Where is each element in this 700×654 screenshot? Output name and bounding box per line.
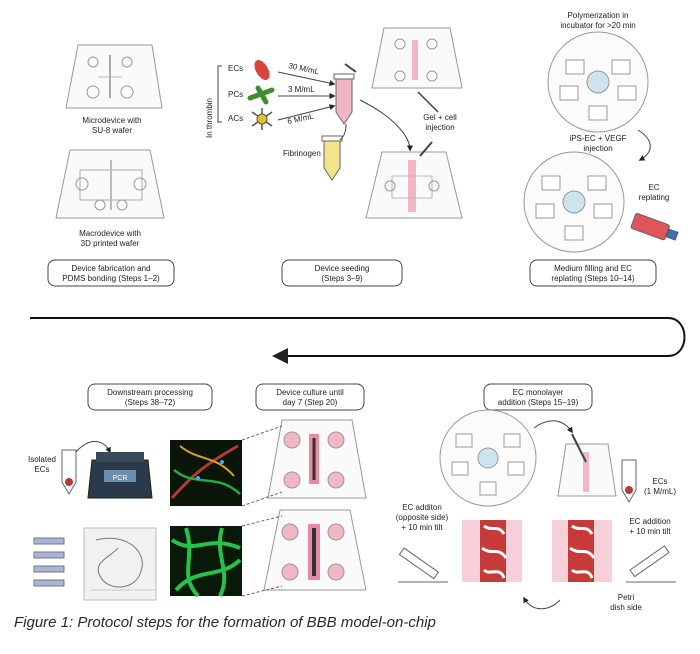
fibrinogen-tube-icon xyxy=(321,135,343,181)
step2-box-line1: Device seeding xyxy=(315,264,370,273)
slide-stack-icon xyxy=(33,537,65,587)
petri-dish-top xyxy=(547,31,649,133)
pc-cell-icon xyxy=(247,85,275,105)
pipette-icon xyxy=(344,63,357,73)
cell-ecs-label: ECs xyxy=(228,64,243,73)
channel-right xyxy=(552,520,612,582)
tilt-left-icon xyxy=(398,547,448,583)
step6-panel: EC monolayer addition (Steps 15–19) ECs … xyxy=(396,383,676,612)
step5-box-line2: day 7 (Step 20) xyxy=(283,398,338,407)
figure-caption: Figure 1: Protocol steps for the formati… xyxy=(14,614,436,631)
step2-panel: In thrombin ECs PCs ACs 30 M/mL 3 M/mL 6… xyxy=(205,27,463,287)
pcs-conc: 3 M/mL xyxy=(288,85,315,94)
macro-label-1: Macrodevice with xyxy=(79,229,141,238)
pcr-machine-icon xyxy=(87,452,153,499)
step4-box-line1: Downstream processing xyxy=(107,388,193,397)
culture-chip-bottom xyxy=(263,509,367,591)
step2-box xyxy=(281,259,403,287)
step6-box-line2: addition (Steps 15–19) xyxy=(498,398,579,407)
ecs-label: ECs xyxy=(652,477,667,486)
ec-tube-icon xyxy=(621,459,637,503)
right-addition-2: + 10 min tilt xyxy=(629,527,671,536)
sample-tube-icon xyxy=(61,449,77,495)
culture-chip-top xyxy=(267,419,367,499)
petri-side-2: dish side xyxy=(610,603,642,612)
step2-box-line2: (Steps 3–9) xyxy=(321,274,363,283)
step1-box-line1: Device fabrication and xyxy=(71,264,150,273)
right-addition-1: EC addition xyxy=(629,517,670,526)
left-addition-3: + 10 min tilt xyxy=(401,523,443,532)
petri-side-1: Petri xyxy=(618,593,635,602)
acs-conc: 6 M/mL xyxy=(287,111,315,125)
step1-box-line2: PDMS bonding (Steps 1–2) xyxy=(62,274,160,283)
ec-addition-chip xyxy=(557,433,617,497)
tilt-right-icon xyxy=(626,545,676,583)
ecs-conc-label: (1 M/mL) xyxy=(644,487,676,496)
step1-panel: Microdevice with SU-8 wafer Macrodevice … xyxy=(47,44,175,287)
seeding-chip-bottom xyxy=(365,151,463,219)
step1-box xyxy=(47,259,175,287)
flow-arrow xyxy=(30,317,686,364)
petri-dish-bottom xyxy=(523,151,625,253)
step6-box xyxy=(483,383,593,411)
tissue-sketch-image xyxy=(83,527,157,601)
petri-dish-step6 xyxy=(439,409,537,507)
isolated-label-2: ECs xyxy=(34,465,49,474)
poly-label-2: incubator for >20 min xyxy=(560,21,635,30)
fluorescence-image-bottom xyxy=(170,526,242,598)
pink-tube-icon xyxy=(333,73,355,125)
step4-box xyxy=(87,383,213,411)
step3-panel: Polymerization in incubator for >20 min … xyxy=(523,11,679,287)
step3-box-line1: Medium filling and EC xyxy=(554,264,632,273)
micro-label-1: Microdevice with xyxy=(82,116,141,125)
macro-label-2: 3D printed wafer xyxy=(81,239,140,248)
channel-left xyxy=(462,520,522,582)
macrodevice-chip xyxy=(55,149,165,219)
ac-cell-icon xyxy=(251,108,273,130)
left-addition-2: (opposite side) xyxy=(396,513,449,522)
step3-box xyxy=(529,259,657,287)
injection-label-1: Gel + cell xyxy=(423,113,457,122)
pcr-label: PCR xyxy=(113,475,128,482)
cell-pcs-label: PCs xyxy=(228,90,243,99)
step5-box xyxy=(255,383,365,411)
step3-box-line2: replating (Steps 10–14) xyxy=(551,274,635,283)
poly-label-1: Polymerization in xyxy=(568,11,629,20)
replating-label-1: EC xyxy=(648,183,659,192)
cell-acs-label: ACs xyxy=(228,114,243,123)
seeding-chip-top xyxy=(371,27,463,89)
injection-label-2: injection xyxy=(425,123,454,132)
ips-label-2: injection xyxy=(583,144,612,153)
step4-box-line2: (Steps 38–72) xyxy=(125,398,176,407)
step6-box-line1: EC monolayer xyxy=(513,388,564,397)
pipette-icon-2 xyxy=(419,141,433,157)
step5-panel: Device culture until day 7 (Step 20) xyxy=(241,383,367,597)
microdevice-chip xyxy=(65,44,163,109)
replating-label-2: replating xyxy=(639,193,670,202)
thrombin-bracket-label: In thrombin xyxy=(205,98,214,138)
step4-panel: Downstream processing (Steps 38–72) Isol… xyxy=(28,383,242,601)
fibrinogen-label: Fibrinogen xyxy=(283,149,321,158)
step5-box-line1: Device culture until xyxy=(276,388,344,397)
fluorescence-image-top xyxy=(170,440,242,506)
ec-cell-icon xyxy=(254,60,270,80)
isolated-label-1: Isolated xyxy=(28,455,56,464)
ips-label-1: iPS-EC + VEGF xyxy=(569,134,626,143)
left-addition-1: EC additon xyxy=(402,503,442,512)
flask-icon xyxy=(630,213,679,241)
ecs-conc: 30 M/mL xyxy=(288,61,321,76)
micro-label-2: SU-8 wafer xyxy=(92,126,132,135)
